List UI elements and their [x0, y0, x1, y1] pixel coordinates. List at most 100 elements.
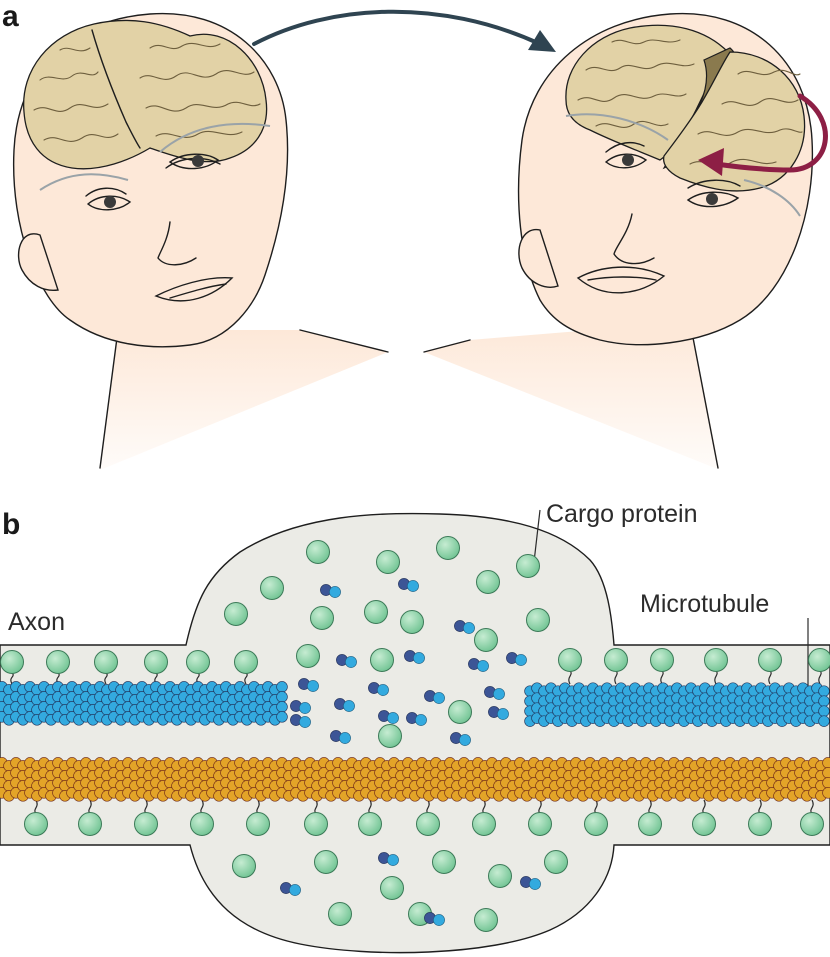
tubulin-dimer-beta — [339, 732, 351, 744]
brain-gyri-right — [577, 39, 803, 166]
cargo-protein — [800, 812, 824, 836]
head-injured — [423, 12, 828, 470]
cargo-proteins — [0, 536, 830, 932]
tubulin-dimer-beta — [329, 586, 341, 598]
cargo-protein — [190, 812, 214, 836]
cargo-protein — [472, 812, 496, 836]
tubulin-dimer-beta — [497, 708, 509, 720]
tubulin-dimer-beta — [493, 688, 505, 700]
cargo-protein — [0, 650, 24, 674]
tubulin-dimer-beta — [307, 680, 319, 692]
microtubule-disrupted — [0, 681, 830, 727]
tubulin-dimer-beta — [299, 702, 311, 714]
cargo-protein — [234, 650, 258, 674]
cargo-protein — [476, 570, 500, 594]
cargo-protein — [488, 864, 512, 888]
cargo-protein — [376, 550, 400, 574]
cargo-protein — [704, 648, 728, 672]
tubulin-dimer-beta — [299, 716, 311, 728]
cargo-protein — [692, 812, 716, 836]
cargo-protein — [144, 650, 168, 674]
panel-label-a: a — [2, 0, 19, 33]
label-microtubule: Microtubule — [640, 590, 769, 618]
leader-cargo-protein — [533, 509, 541, 563]
tubulin-dimer-beta — [377, 684, 389, 696]
cargo-protein — [638, 812, 662, 836]
tubulin-subunit — [818, 695, 830, 707]
cargo-protein — [748, 812, 772, 836]
cargo-protein — [526, 608, 550, 632]
tubulin-subunit — [276, 681, 288, 693]
panel-label-b: b — [2, 508, 20, 541]
brain-healthy — [23, 19, 268, 170]
axon-body — [0, 512, 830, 954]
tubulin-dimer-beta — [407, 580, 419, 592]
cargo-protein — [314, 850, 338, 874]
tubulin-dimer-beta — [433, 914, 445, 926]
microtubule-intact — [0, 757, 830, 802]
tubulin-subunit — [276, 711, 288, 723]
cargo-protein — [134, 812, 158, 836]
tubulin-dimer-beta — [463, 622, 475, 634]
label-cargo-protein: Cargo protein — [546, 500, 697, 528]
cargo-protein — [232, 854, 256, 878]
tubulin-subunit — [818, 705, 830, 717]
cargo-protein — [46, 650, 70, 674]
cargo-protein — [364, 600, 388, 624]
cargo-protein — [400, 610, 424, 634]
ear-right — [518, 229, 559, 288]
tubulin-dimer-beta — [529, 878, 541, 890]
tubulin-subunit — [276, 701, 288, 713]
cargo-protein — [650, 648, 674, 672]
ear-left — [17, 233, 59, 292]
tubulin-dimer-beta — [459, 734, 471, 746]
tubulin-subunit — [818, 715, 830, 727]
cargo-protein — [432, 850, 456, 874]
cargo-protein — [24, 812, 48, 836]
tubulin-dimer-beta — [515, 654, 527, 666]
tubulin-dimer-beta — [343, 700, 355, 712]
neck-left — [100, 330, 388, 470]
cargo-protein — [310, 606, 334, 630]
head-healthy — [12, 12, 389, 470]
cargo-protein — [260, 576, 284, 600]
cargo-protein — [808, 648, 830, 672]
cargo-protein — [604, 648, 628, 672]
tubulin-dimer-beta — [289, 884, 301, 896]
cargo-protein — [304, 812, 328, 836]
tubulin-dimer-beta — [433, 692, 445, 704]
cargo-protein — [474, 628, 498, 652]
tubulin-dimer-beta — [415, 714, 427, 726]
tubulin-subunit — [276, 691, 288, 703]
tubulin-dimer-beta — [387, 712, 399, 724]
cargo-protein — [474, 908, 498, 932]
cargo-protein — [370, 648, 394, 672]
transition-arrow — [252, 9, 556, 52]
cargo-protein — [78, 812, 102, 836]
cargo-protein — [246, 812, 270, 836]
tubulin-dimer-beta — [477, 660, 489, 672]
cargo-protein — [528, 812, 552, 836]
cargo-protein — [378, 724, 402, 748]
cargo-protein — [380, 876, 404, 900]
cargo-protein — [584, 812, 608, 836]
cargo-protein — [448, 700, 472, 724]
tubulin-dimer-beta — [387, 854, 399, 866]
brain-gyri-left — [33, 42, 261, 142]
cargo-protein — [416, 812, 440, 836]
tubulin-subunit — [818, 685, 830, 697]
tubulin-dimer-beta — [413, 652, 425, 664]
brain-fissure-left — [91, 29, 141, 149]
cargo-protein — [296, 644, 320, 668]
rotation-arrow — [713, 93, 828, 173]
cargo-protein — [436, 536, 460, 560]
cargo-protein — [186, 650, 210, 674]
cargo-protein — [306, 540, 330, 564]
tubulin-dimer-beta — [345, 656, 357, 668]
cargo-protein — [358, 812, 382, 836]
label-axon: Axon — [8, 608, 65, 636]
tubulin-subunit — [822, 787, 830, 799]
cargo-protein — [328, 902, 352, 926]
tubulin-dimers — [280, 578, 541, 926]
